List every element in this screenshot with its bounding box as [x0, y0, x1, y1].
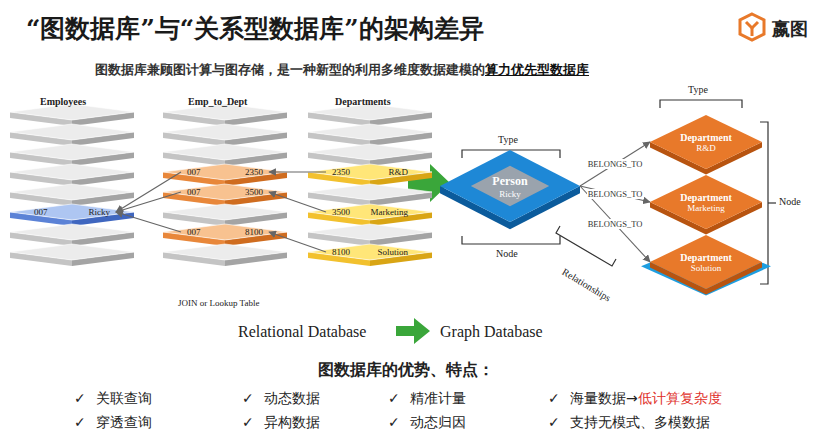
node-value: Solution: [691, 263, 722, 273]
logo-icon: [740, 14, 764, 40]
table-row: 007 2350: [181, 166, 269, 178]
node-heading: 007: [187, 227, 201, 237]
feature-item: 穿透查询: [96, 414, 152, 431]
feature-highlight: 低计算复杂度: [638, 390, 722, 407]
check-mark: ✓: [242, 390, 254, 407]
node-value: 8100: [245, 227, 263, 237]
connector: [116, 192, 181, 212]
node-heading: 007: [187, 167, 201, 177]
edge-label: BELONGS_TO: [587, 219, 644, 229]
bracket-label: Type: [498, 134, 518, 146]
logo-text: 嬴图: [772, 18, 808, 40]
section-heading: 图数据库的优势、特点：: [318, 360, 494, 379]
node-value: 3500: [245, 187, 263, 197]
edge-label: BELONGS_TO: [587, 159, 644, 169]
table-name: Employees: [40, 96, 86, 108]
bracket-label: Type: [688, 84, 708, 96]
table-stack: [163, 104, 287, 266]
connector: [580, 186, 650, 262]
table-name: Emp_to_Dept: [188, 96, 247, 108]
node-value: Ricky: [499, 189, 521, 199]
department-node: DepartmentMarketing: [650, 175, 762, 229]
bracket-label: Node: [496, 248, 518, 260]
department-node: DepartmentR&D: [650, 115, 762, 169]
connector: [269, 232, 326, 252]
subtitle-emphasis: 算力优先型数据库: [485, 62, 589, 78]
node-value: Solution: [377, 247, 408, 257]
feature-item: 动态归因: [410, 414, 466, 431]
bracket-label: Relationships: [560, 266, 613, 304]
table-note: JOIN or Lookup Table: [178, 298, 259, 309]
edge-label: BELONGS_TO: [587, 189, 644, 199]
table-row: 8100 Solution: [326, 246, 414, 258]
table-row: 007 8100: [181, 226, 269, 238]
person-node: PersonRicky: [440, 150, 580, 222]
connector: [116, 172, 181, 212]
table-row: 007 3500: [181, 186, 269, 198]
node-value: 2350: [245, 167, 263, 177]
connector: [580, 186, 650, 202]
feature-item: 支持无模式、多模数据: [570, 414, 710, 431]
feature-item: 动态数据: [264, 390, 320, 407]
feature-item: 关联查询: [96, 390, 152, 407]
node-heading: Department: [680, 132, 732, 143]
check-mark: ✓: [74, 414, 86, 431]
table-stack: [10, 104, 134, 266]
node-heading: 8100: [332, 247, 350, 257]
feature-item: 海量数据→: [570, 390, 638, 407]
node-heading: 2350: [332, 167, 350, 177]
department-node: DepartmentSolution: [650, 235, 762, 289]
node-heading: 007: [187, 187, 201, 197]
small-arrow: [396, 318, 430, 344]
node-heading: 007: [34, 207, 48, 217]
node-heading: Person: [492, 174, 527, 189]
check-mark: ✓: [388, 414, 400, 431]
check-mark: ✓: [388, 390, 400, 407]
table-stack: [308, 104, 432, 266]
node-value: Marketing: [371, 207, 409, 217]
caption-label: Relational Database: [238, 322, 366, 341]
title: “图数据库”与“关系型数据库”的架构差异: [26, 14, 484, 44]
node-value: R&D: [696, 143, 716, 153]
brackets: [462, 100, 776, 284]
subtitle: 图数据库兼顾图计算与图存储，是一种新型的利用多维度数据建模的: [95, 62, 485, 78]
caption-label: Graph Database: [440, 322, 543, 341]
table-row: 2350 R&D: [326, 166, 414, 178]
check-mark: ✓: [548, 414, 560, 431]
table-row: 3500 Marketing: [326, 206, 414, 218]
connector: [580, 142, 650, 186]
check-mark: ✓: [242, 414, 254, 431]
node-heading: Department: [680, 192, 732, 203]
feature-item: 异构数据: [264, 414, 320, 431]
table-row: 007 Ricky: [28, 206, 116, 218]
node-value: R&D: [388, 167, 408, 177]
connector: [116, 212, 181, 232]
node-value: Ricky: [89, 207, 111, 217]
feature-item: 精准计量: [410, 390, 466, 407]
node-value: Marketing: [687, 203, 725, 213]
bracket-label: Node: [779, 196, 801, 208]
connector: [269, 192, 326, 212]
node-heading: 3500: [332, 207, 350, 217]
node-heading: Department: [680, 252, 732, 263]
table-name: Departments: [335, 96, 391, 108]
connector: [269, 171, 326, 172]
check-mark: ✓: [548, 390, 560, 407]
check-mark: ✓: [74, 390, 86, 407]
